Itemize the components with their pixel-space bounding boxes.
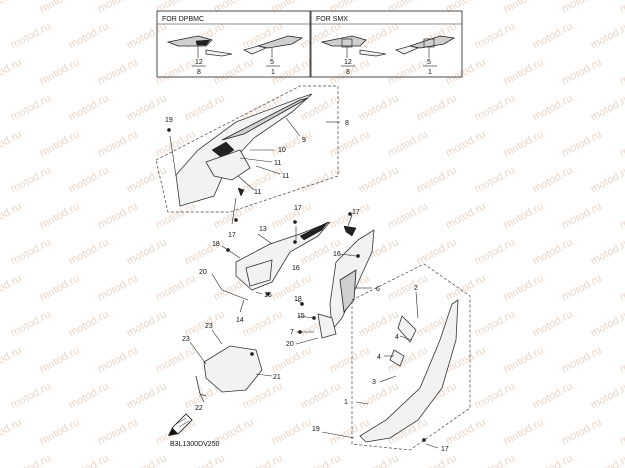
callout-13: 13 bbox=[259, 226, 267, 233]
callout-11-a: 11 bbox=[274, 160, 281, 167]
callout-23-a: 23 bbox=[205, 323, 213, 330]
lower-left-assembly: 23 23 21 22 bbox=[182, 323, 281, 412]
callout-8-smx: 8 bbox=[346, 69, 350, 76]
callout-16-b: 16 bbox=[333, 251, 341, 258]
callout-6: 6 bbox=[376, 286, 380, 293]
callout-15-a: 15 bbox=[264, 292, 272, 299]
callout-11-b: 11 bbox=[282, 173, 289, 180]
callout-3: 3 bbox=[372, 379, 376, 386]
callout-23-b: 23 bbox=[182, 336, 190, 343]
callout-20-b: 20 bbox=[286, 341, 294, 348]
callout-17-d: 17 bbox=[441, 446, 449, 453]
callout-12-dpbmc: 12 bbox=[195, 59, 203, 66]
middle-assembly: 13 17 18 16 20 15 14 bbox=[199, 205, 331, 324]
callout-12-smx: 12 bbox=[344, 59, 352, 66]
variant-header-dpbmc: FOR DPBMC bbox=[162, 16, 204, 23]
callout-21: 21 bbox=[273, 374, 281, 381]
callout-19-b: 19 bbox=[312, 426, 320, 433]
callout-18-b: 18 bbox=[294, 296, 302, 303]
variant-box-dpbmc: FOR DPBMC 12 8 5 1 bbox=[156, 10, 311, 78]
variant-header-smx: FOR SMX bbox=[316, 16, 348, 23]
callout-19: 19 bbox=[165, 117, 173, 124]
callout-17-b: 17 bbox=[294, 205, 302, 212]
lower-right-assembly: 2 4 4 3 1 19 17 bbox=[312, 263, 471, 453]
variant-box-smx: FOR SMX 12 8 5 1 bbox=[310, 10, 463, 78]
callout-1-dpbmc: 1 bbox=[271, 69, 275, 76]
lower-cover-left bbox=[203, 345, 263, 393]
callout-4-b: 4 bbox=[377, 354, 381, 361]
side-cover-left-piece-smx bbox=[320, 35, 367, 47]
side-panel-assembly: 17 16 6 18 15 7 20 bbox=[286, 209, 380, 348]
callout-9: 9 bbox=[302, 137, 306, 144]
callout-20-a: 20 bbox=[199, 269, 207, 276]
diagram-code: B3L1300DV250 bbox=[170, 441, 220, 448]
callout-8-dpbmc: 8 bbox=[197, 69, 201, 76]
callout-17-a: 17 bbox=[228, 232, 236, 239]
callout-15-b: 15 bbox=[297, 313, 305, 320]
callout-1: 1 bbox=[344, 399, 348, 406]
callout-7: 7 bbox=[290, 329, 294, 336]
callout-1-smx: 1 bbox=[428, 69, 432, 76]
callout-17-c: 17 bbox=[352, 209, 360, 216]
callout-8: 8 bbox=[345, 120, 349, 127]
side-cover-upper bbox=[175, 93, 313, 207]
side-cover-right-piece bbox=[256, 35, 304, 49]
upper-cover-assembly: 19 9 8 10 11 11 11 17 bbox=[155, 85, 349, 239]
callout-5-smx: 5 bbox=[427, 59, 431, 66]
callout-16-a: 16 bbox=[292, 265, 300, 272]
side-cover-right-piece-smx bbox=[408, 35, 456, 49]
callout-5-dpbmc: 5 bbox=[270, 59, 274, 66]
callout-22: 22 bbox=[195, 405, 203, 412]
callout-4-a: 4 bbox=[395, 334, 399, 341]
callout-10: 10 bbox=[278, 147, 286, 154]
callout-18-a: 18 bbox=[212, 241, 220, 248]
callout-2: 2 bbox=[414, 285, 418, 292]
under-cover bbox=[359, 299, 459, 443]
callout-14: 14 bbox=[236, 317, 244, 324]
callout-11-c: 11 bbox=[254, 189, 261, 196]
front-arrow-icon bbox=[168, 413, 193, 436]
